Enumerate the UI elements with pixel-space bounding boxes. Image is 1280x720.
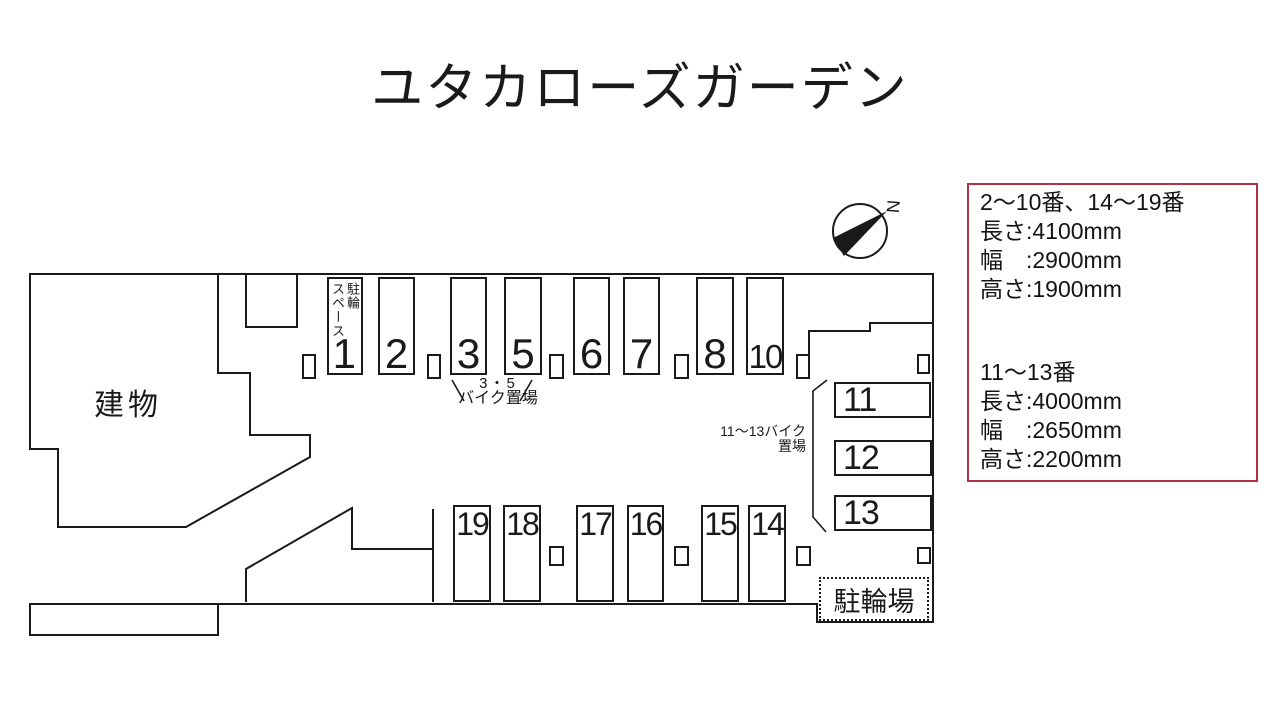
pillar-post	[427, 354, 441, 379]
parking-space-3: 3	[450, 277, 487, 375]
parking-space-19: 19	[453, 505, 491, 602]
lot-boundary-line	[30, 273, 934, 623]
parking-space-number: 2	[384, 330, 409, 378]
bike-parking-3-5-label: 3・5 バイク置場	[442, 375, 554, 407]
note-heading: 11～13番	[980, 359, 1076, 385]
parking-space-10: 10	[746, 277, 784, 375]
parking-space-16: 16	[627, 505, 664, 602]
pillar-post	[796, 546, 811, 566]
bike-parking-3-5-text: バイク置場	[458, 390, 538, 407]
pillar-post	[917, 547, 931, 564]
parking-space-13: 13	[834, 493, 932, 532]
bike-parking-3-5-numbers: 3・5	[479, 375, 517, 392]
note-height: 高さ:2200mm	[980, 446, 1122, 472]
pillar-posts-group	[302, 354, 931, 566]
dimensions-note-box: 2～10番、14～19番 長さ:4100mm 幅 :2900mm 高さ:1900…	[967, 183, 1258, 482]
pillar-post	[549, 546, 564, 566]
bicycle-parking-box: 駐輪場	[819, 577, 929, 621]
bicycle-space-vertical-label-1: スペース	[330, 282, 345, 338]
compass-needle-icon	[833, 211, 887, 256]
parking-space-number: 8	[703, 330, 727, 378]
driveway-path-line	[245, 506, 433, 602]
parking-space-number: 10	[748, 337, 784, 375]
note-width: 幅 :2650mm	[980, 417, 1122, 443]
parking-space-14: 14	[748, 505, 786, 602]
bike-parking-11-13-label: 11～13バイク 置場	[706, 424, 806, 454]
note-height: 高さ:1900mm	[980, 276, 1122, 302]
parking-space-number: 19	[456, 506, 490, 542]
parking-space-7: 7	[623, 277, 660, 375]
parking-space-number: 17	[579, 506, 613, 542]
note-group-2-10-14-19: 2～10番、14～19番 長さ:4100mm 幅 :2900mm 高さ:1900…	[980, 188, 1256, 304]
building-label: 建物	[94, 389, 162, 422]
note-group-11-13: 11～13番 長さ:4000mm 幅 :2650mm 高さ:2200mm	[980, 358, 1256, 474]
entrance-structure	[245, 273, 298, 328]
parking-space-number: 16	[629, 506, 664, 542]
parking-space-number: 3	[456, 330, 481, 378]
bike-parking-11-13-line2: 置場	[778, 438, 806, 454]
bottom-left-structure	[29, 603, 219, 636]
parking-space-number: 5	[511, 330, 535, 378]
note-width: 幅 :2900mm	[980, 247, 1122, 273]
parking-space-17: 17	[576, 505, 614, 602]
bracket-11-13	[812, 379, 828, 533]
parking-space-11: 11	[834, 380, 931, 419]
pillar-post	[917, 354, 930, 374]
parking-space-number: 12	[843, 438, 880, 477]
pillar-post	[796, 354, 810, 379]
parking-space-number: 6	[579, 330, 604, 378]
compass-circle	[832, 203, 888, 259]
parking-space-6: 6	[573, 277, 610, 375]
compass-north-label: N	[882, 199, 904, 214]
parking-space-number: 11	[843, 380, 877, 419]
building-outline	[29, 273, 311, 528]
parking-space-number: 18	[506, 506, 540, 542]
parking-space-15: 15	[701, 505, 739, 602]
parking-space-number: 1	[332, 330, 356, 378]
note-length: 長さ:4100mm	[980, 218, 1122, 244]
parking-space-2: 2	[378, 277, 415, 375]
parking-space-number: 14	[751, 506, 785, 542]
bicycle-space-vertical-label-0: 駐輪	[345, 282, 360, 310]
top-right-step-wall	[808, 322, 933, 355]
parking-space-8: 8	[696, 277, 734, 375]
bike-parking-11-13-line1: 11～13バイク	[720, 423, 806, 439]
pillar-post	[674, 354, 689, 379]
parking-space-5: 5	[504, 277, 542, 375]
pillar-post	[674, 546, 689, 566]
parking-space-12: 12	[834, 438, 932, 477]
note-length: 長さ:4000mm	[980, 388, 1122, 414]
pillar-post	[302, 354, 316, 379]
bike35-tick-right	[519, 379, 533, 402]
parking-space-number: 7	[629, 330, 654, 378]
bicycle-parking-box-label: 駐輪場	[833, 586, 915, 617]
page-title: ユタカローズガーデン	[371, 60, 909, 118]
parking-space-number: 15	[704, 506, 738, 542]
bike35-tick-left	[451, 379, 465, 402]
pillar-post	[549, 354, 564, 379]
parking-space-18: 18	[503, 505, 541, 602]
note-heading: 2～10番、14～19番	[980, 189, 1185, 215]
parking-space-number: 13	[843, 493, 880, 532]
